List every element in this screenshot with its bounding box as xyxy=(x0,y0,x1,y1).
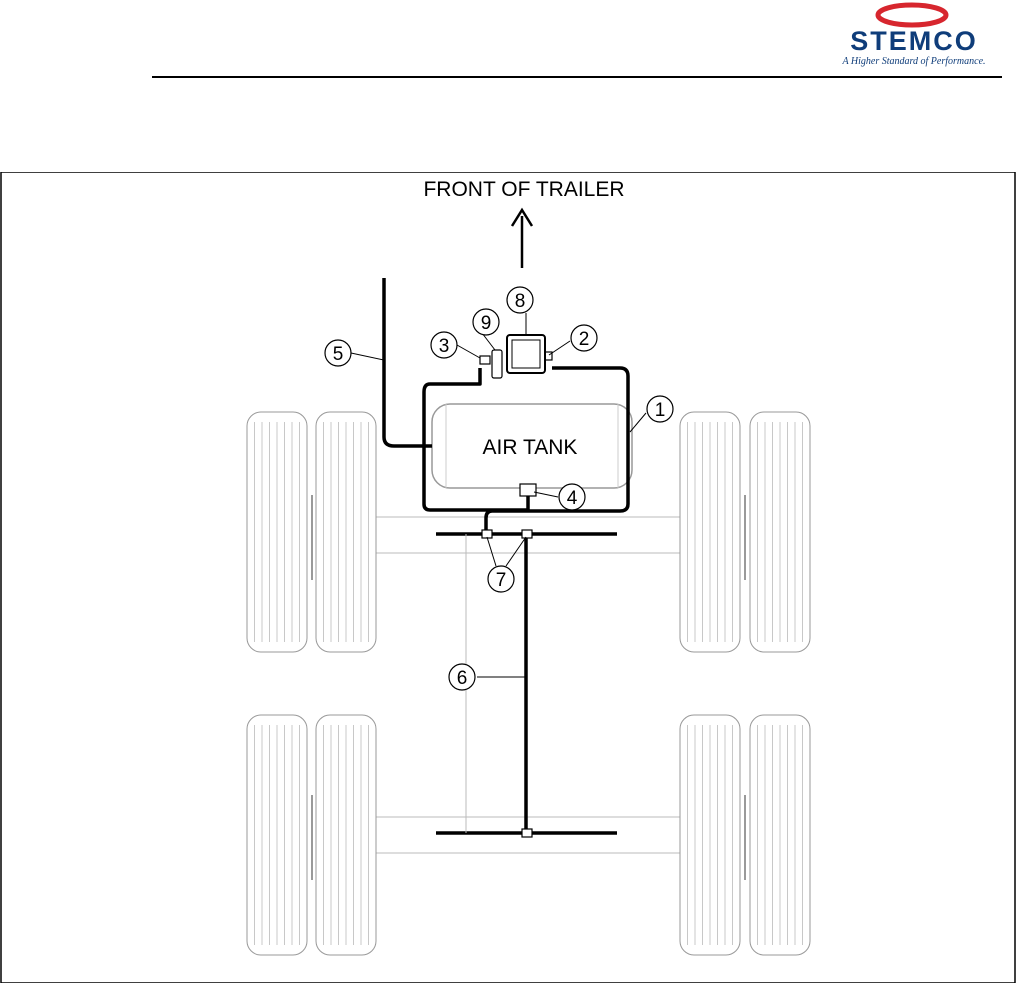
tee-fitting-rear xyxy=(522,829,532,837)
logo-wordmark: STEMCO xyxy=(834,26,994,57)
tee-fitting-right xyxy=(522,530,532,538)
tee-fitting-left xyxy=(482,530,492,538)
leader-7b xyxy=(506,537,526,566)
control-box-8 xyxy=(507,335,545,373)
air-tank: AIR TANK xyxy=(432,404,632,488)
tire-inflation-diagram: FRONT OF TRAILER xyxy=(0,172,1016,983)
stemco-swoosh-icon xyxy=(872,2,952,28)
filter-9 xyxy=(492,350,502,378)
logo-tagline: A Higher Standard of Performance. xyxy=(826,56,1002,67)
leader-5 xyxy=(351,353,384,360)
callout-number-1: 1 xyxy=(655,400,666,421)
leader-4 xyxy=(534,492,558,497)
leader-2 xyxy=(549,341,570,355)
callout-number-9: 9 xyxy=(481,313,492,334)
stemco-logo: STEMCO A Higher Standard of Performance. xyxy=(826,0,1006,72)
callout-number-4: 4 xyxy=(567,488,578,509)
leader-3 xyxy=(457,345,480,358)
air-tank-label: AIR TANK xyxy=(483,436,578,459)
callout-number-8: 8 xyxy=(515,291,526,312)
shutoff-valve-4 xyxy=(520,484,536,496)
leader-7a xyxy=(487,537,496,566)
leader-9 xyxy=(482,333,495,350)
header-rule xyxy=(152,76,1002,78)
callout-number-6: 6 xyxy=(457,668,468,689)
fitting-3 xyxy=(480,356,490,364)
callout-number-5: 5 xyxy=(333,344,344,365)
callout-number-7: 7 xyxy=(496,570,507,591)
callout-number-3: 3 xyxy=(439,336,450,357)
front-of-trailer-label: FRONT OF TRAILER xyxy=(423,178,624,201)
callout-number-2: 2 xyxy=(579,329,590,350)
